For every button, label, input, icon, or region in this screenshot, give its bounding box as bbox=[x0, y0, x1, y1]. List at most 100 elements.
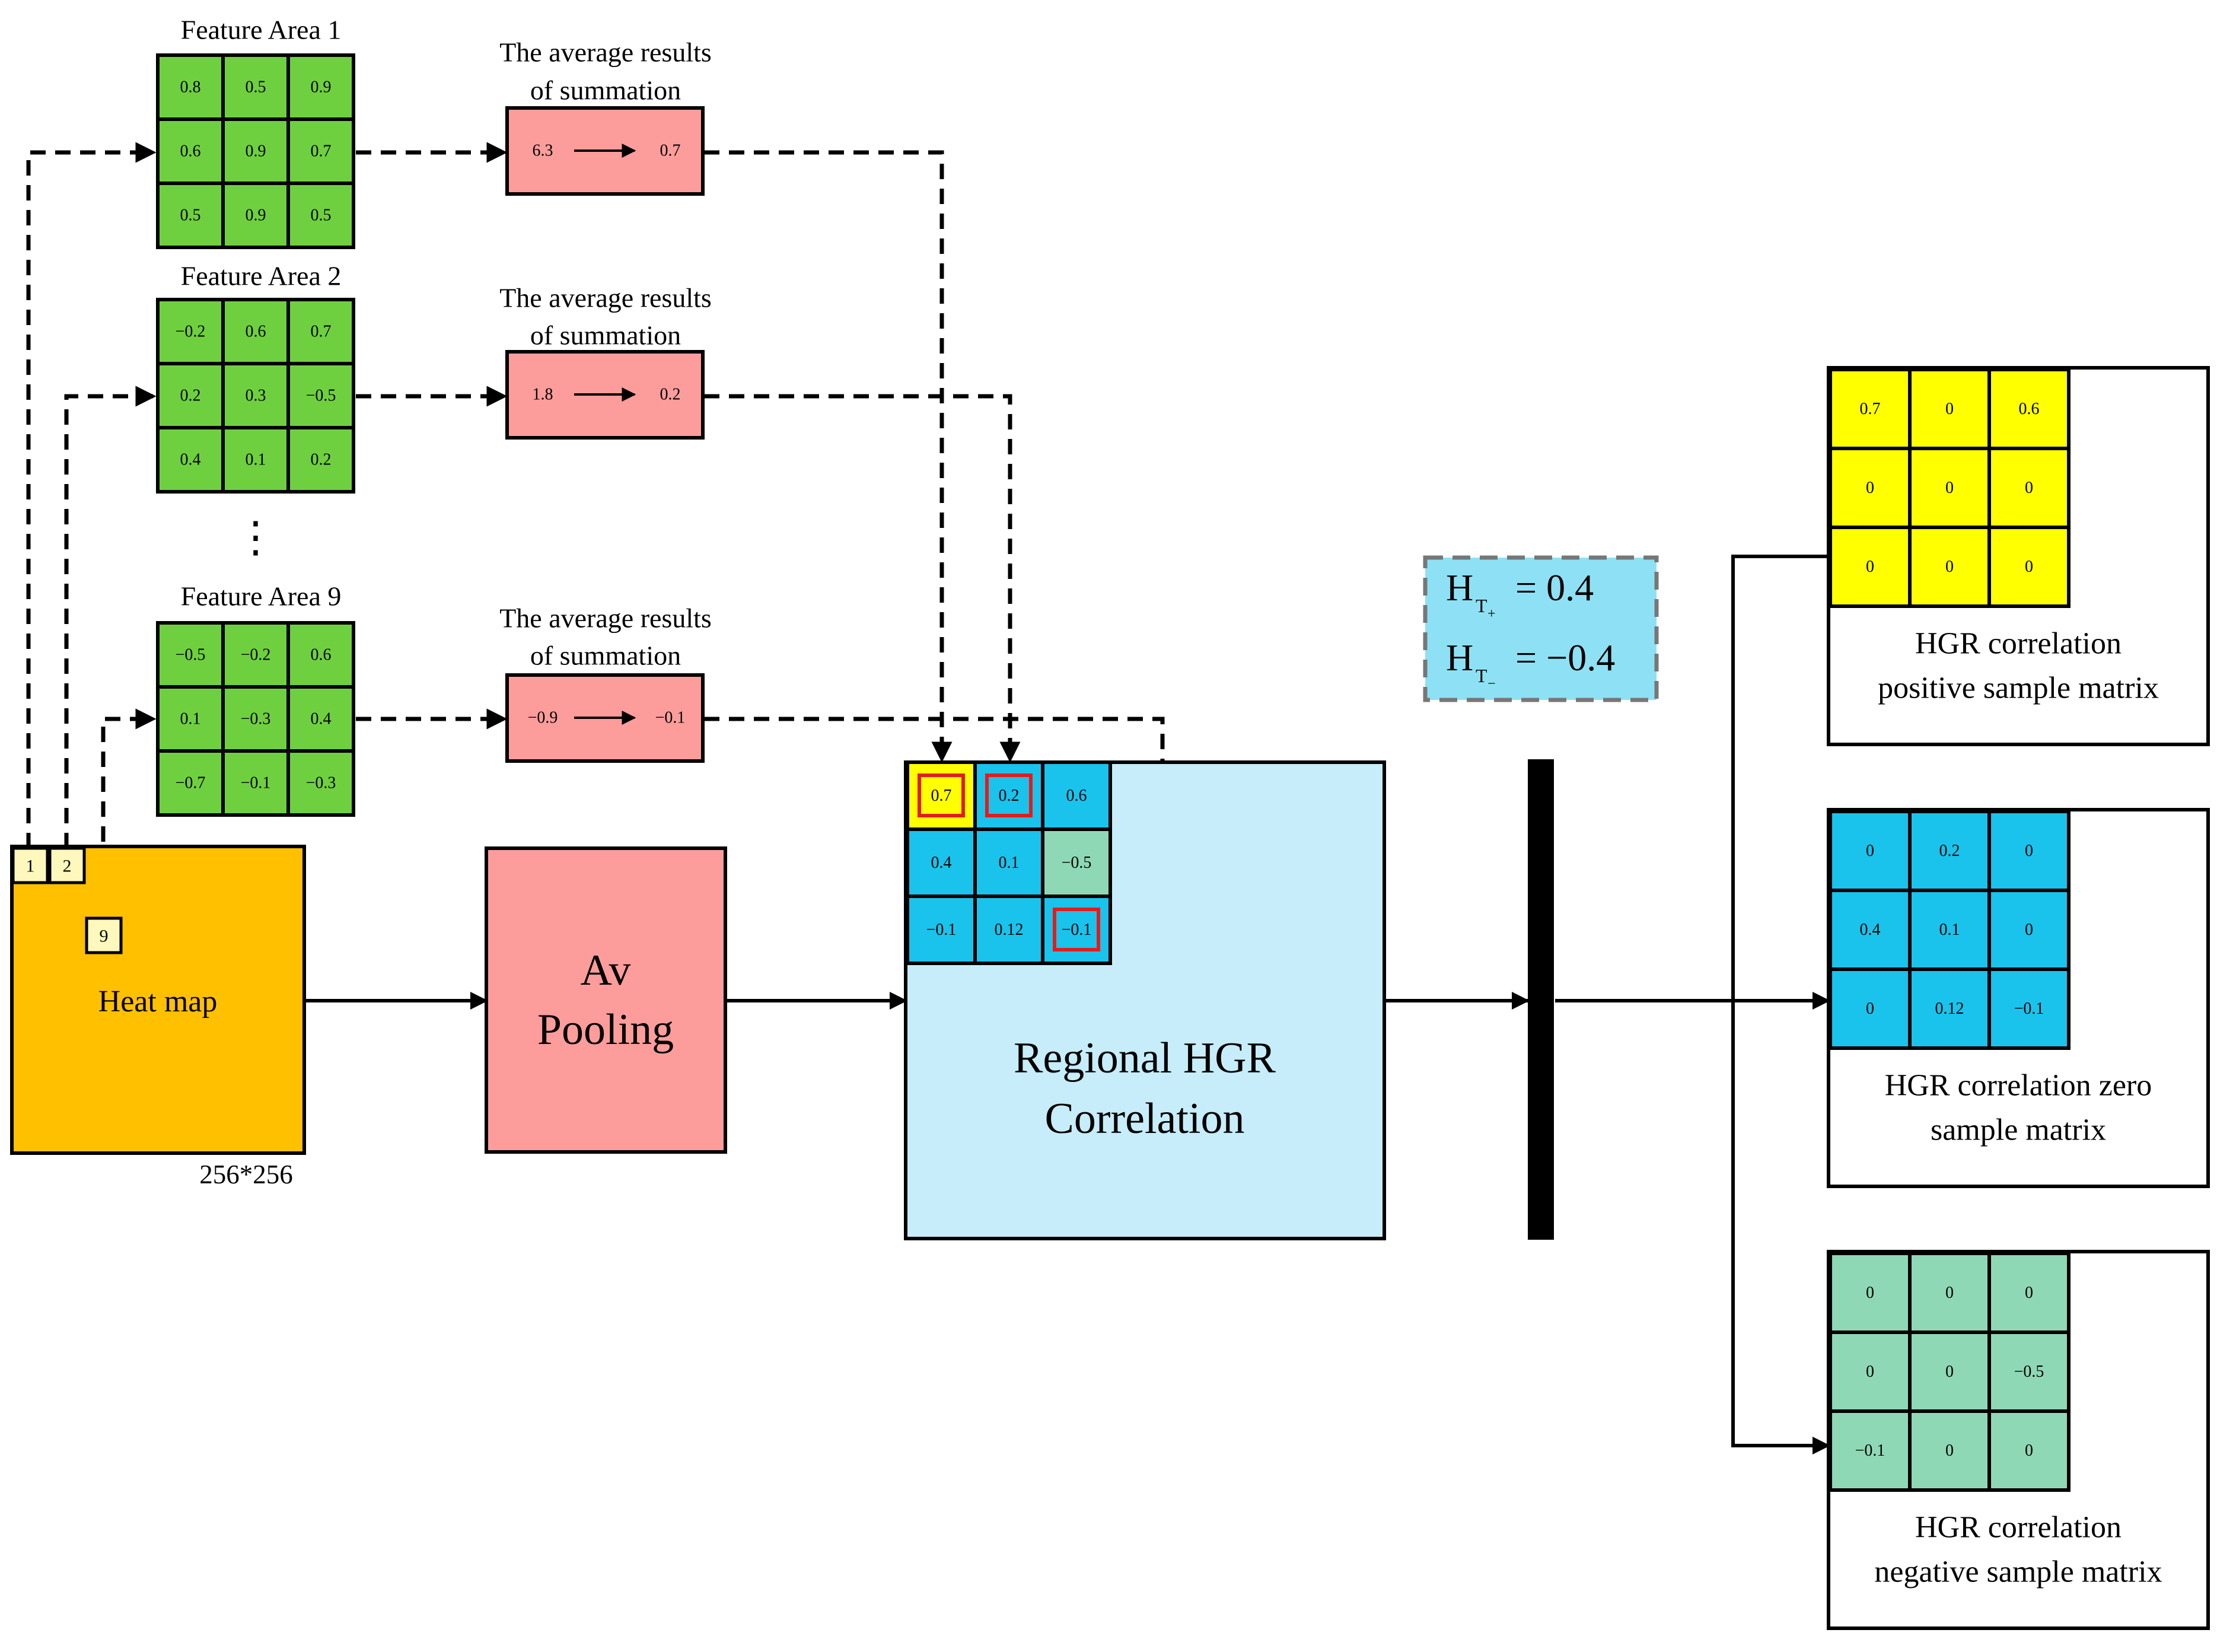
output-zero-cell-value: 0.2 bbox=[1939, 842, 1960, 860]
feature-area-cell: 0.1 bbox=[221, 426, 290, 494]
output-zero-cell: 0.2 bbox=[1908, 810, 1991, 892]
feature-area-cell-value: 0.1 bbox=[180, 710, 201, 728]
feature-area-cell: −0.5 bbox=[286, 362, 355, 429]
output-positive-cell-bg bbox=[1987, 368, 2071, 450]
feature-area-cell-value: 0.6 bbox=[311, 646, 332, 664]
output-zero-cell-bg bbox=[1987, 967, 2071, 1050]
threshold-block: H T + = 0.4 H T − = −0.4 bbox=[1423, 555, 1659, 702]
avg-sum-value: 6.3 bbox=[533, 142, 553, 160]
feature-area-cell: 0.3 bbox=[221, 362, 290, 429]
threshold-box bbox=[1423, 555, 1659, 702]
output-positive-cell-bg bbox=[1908, 447, 1991, 529]
output-label-line1: HGR correlation bbox=[1915, 627, 2122, 661]
output-label-line1: HGR correlation bbox=[1915, 1511, 2122, 1545]
regional-label-line1: Regional HGR bbox=[1014, 1034, 1276, 1083]
regional-cell: −0.1 bbox=[906, 895, 977, 965]
feature-area-cell: 0.6 bbox=[286, 621, 355, 689]
output-negative-cell: −0.1 bbox=[1829, 1409, 1912, 1492]
threshold-negative-base: H bbox=[1446, 636, 1473, 679]
threshold-positive-value: = 0.4 bbox=[1515, 566, 1594, 609]
feature-area-cell-value: 0.9 bbox=[246, 142, 266, 161]
feature-area-cell: 0.2 bbox=[156, 362, 225, 429]
ellipsis-marker: ⋮ bbox=[234, 514, 277, 561]
output-zero-cell-value: 0.1 bbox=[1939, 921, 1960, 939]
feature-area-cell: 0.8 bbox=[156, 53, 225, 121]
output-negative-cell-bg bbox=[1987, 1330, 2071, 1413]
output-negative-cell-value: 0 bbox=[1866, 1363, 1874, 1381]
threshold-positive-base: H bbox=[1446, 566, 1473, 609]
feature-area-title: Feature Area 2 bbox=[181, 261, 342, 291]
threshold-negative: H T − = −0.4 bbox=[1446, 636, 1615, 692]
solid-connectors bbox=[305, 555, 1830, 1454]
heatmap-tile-number: 9 bbox=[100, 927, 109, 946]
feature-area-cell-value: −0.3 bbox=[306, 774, 336, 792]
pooling-box bbox=[485, 846, 727, 1154]
regional-cell: 0.1 bbox=[973, 827, 1044, 898]
output-negative-cell-bg bbox=[1987, 1409, 2071, 1492]
output-negative-cell: 0 bbox=[1908, 1252, 1991, 1334]
feature-area-cell: 0.5 bbox=[221, 53, 290, 121]
output-zero-cell: 0.12 bbox=[1908, 967, 1991, 1050]
feature-area-cell-value: 0.9 bbox=[311, 78, 332, 97]
output-positive-cell: 0 bbox=[1987, 526, 2071, 608]
feature-area-cell-value: −0.3 bbox=[241, 710, 271, 728]
threshold-positive-subsub: + bbox=[1487, 606, 1496, 622]
feature-area-cell-bg bbox=[286, 426, 355, 494]
feature-area-cell: 0.4 bbox=[156, 426, 225, 494]
output-negative-cell: 0 bbox=[1987, 1252, 2071, 1334]
regional-cell-value: 0.6 bbox=[1066, 787, 1087, 805]
feature-area-cell-bg bbox=[286, 298, 355, 365]
regional-cell-bg bbox=[973, 827, 1044, 898]
heatmap-tile-number: 2 bbox=[63, 857, 72, 876]
pooling-label-line1: Av bbox=[581, 946, 631, 995]
avg-sum-value: −0.9 bbox=[528, 709, 558, 727]
regional-cell-bg bbox=[1041, 760, 1112, 831]
output-label-line2: sample matrix bbox=[1931, 1113, 2106, 1147]
feature-area-cell: 0.1 bbox=[156, 685, 225, 753]
output-negative-cell-value: −0.5 bbox=[2014, 1363, 2044, 1381]
feature-area-cell-value: −0.5 bbox=[176, 646, 206, 664]
output-positive-cell-value: 0 bbox=[1945, 479, 1954, 497]
feature-area-cell-bg bbox=[156, 117, 225, 185]
threshold-positive-sub: T bbox=[1476, 595, 1487, 616]
output-positive-cell: 0 bbox=[1829, 447, 1912, 529]
output-positive-cell: 0.7 bbox=[1829, 368, 1912, 450]
heatmap-label: Heat map bbox=[98, 985, 218, 1018]
feature-area-cell-value: −0.2 bbox=[176, 323, 206, 341]
output-zero-cell-value: 0 bbox=[1866, 842, 1874, 860]
output-positive-cell-bg bbox=[1908, 368, 1991, 450]
heatmap-tile-1: 1 bbox=[11, 846, 49, 884]
output-positive-cell-value: 0 bbox=[1945, 558, 1954, 576]
heatmap-tile-9: 9 bbox=[85, 916, 123, 954]
feature-area-cell-bg bbox=[286, 749, 355, 817]
feature-area-cell-bg bbox=[221, 621, 290, 689]
output-zero-cell-value: 0 bbox=[2025, 842, 2033, 860]
feature-area-cell-bg bbox=[286, 182, 355, 249]
feature-area-title: Feature Area 9 bbox=[181, 581, 342, 612]
feature-area-cell-value: 0.5 bbox=[180, 206, 201, 225]
output-negative-cell-bg bbox=[1987, 1252, 2071, 1334]
output-positive-cell-value: 0 bbox=[1866, 479, 1874, 497]
feature-area-cell-value: 0.8 bbox=[180, 78, 201, 97]
regional-highlight bbox=[985, 774, 1033, 817]
output-positive-cell: 0 bbox=[1908, 526, 1991, 608]
feature-area-cell-value: 0.5 bbox=[246, 78, 266, 97]
threshold-positive: H T + = 0.4 bbox=[1446, 566, 1594, 622]
regional-cell: 0.6 bbox=[1041, 760, 1112, 831]
output-negative-cell-bg bbox=[1908, 1409, 1991, 1492]
feature-area-cell-bg bbox=[286, 621, 355, 689]
feature-area-cell-value: 0.1 bbox=[246, 451, 266, 469]
output-positive-cell-value: 0.6 bbox=[2019, 400, 2040, 418]
feature-area-cell-value: 0.7 bbox=[311, 323, 332, 341]
avg-result-value: 0.7 bbox=[660, 142, 681, 160]
output-zero-cell-value: −0.1 bbox=[2014, 1000, 2044, 1018]
connector-tile9-to-area9 bbox=[101, 708, 157, 916]
output-negative-cell-value: 0 bbox=[2025, 1284, 2033, 1302]
heatmap-tile-bg bbox=[48, 846, 86, 884]
feature-area-cell-bg bbox=[156, 362, 225, 429]
feature-area-cell-value: 0.3 bbox=[246, 387, 266, 405]
